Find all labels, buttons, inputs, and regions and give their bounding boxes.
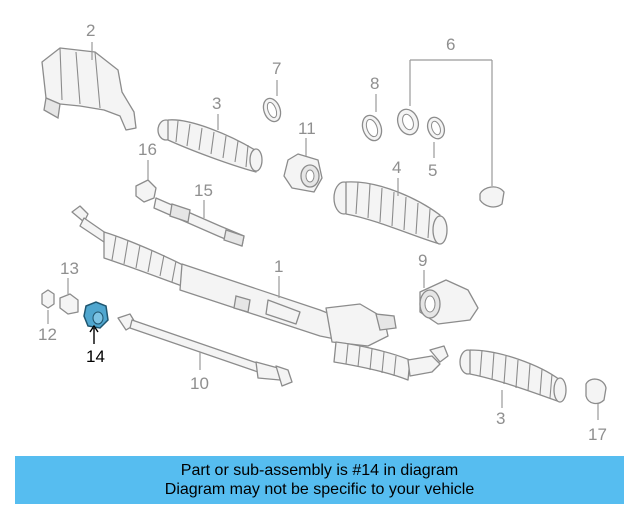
part-4-boot-large[interactable] [333,181,448,245]
part-17-clip[interactable] [585,378,607,405]
callout-13[interactable]: 13 [60,259,79,278]
part-11-bushing[interactable] [283,153,323,193]
callout-15[interactable]: 15 [194,181,213,200]
callout-3-lower[interactable]: 3 [496,409,505,428]
part-3-boot-lower[interactable] [459,349,567,403]
callout-16[interactable]: 16 [138,140,157,159]
callout-2[interactable]: 2 [86,21,95,40]
banner-line-disclaimer: Diagram may not be specific to your vehi… [164,481,475,498]
part-12-nut[interactable] [41,289,55,309]
callout-14[interactable]: 14 [86,347,105,366]
banner-line-part: Part or sub-assembly is #14 in diagram [180,462,459,479]
part-6-clamp-b[interactable] [479,186,505,208]
part-15-inner-tie-rod[interactable] [153,197,245,247]
callout-9[interactable]: 9 [418,251,427,270]
callout-17[interactable]: 17 [588,425,607,444]
part-10-tie-rod[interactable] [117,313,293,387]
part-14-highlighted[interactable] [83,301,109,329]
callout-6[interactable]: 6 [446,35,455,54]
callout-12[interactable]: 12 [38,325,57,344]
part-13-nut[interactable] [59,293,79,315]
leader-6 [409,59,493,186]
callout-5[interactable]: 5 [428,161,437,180]
callout-7[interactable]: 7 [272,59,281,78]
part-2-heat-shield[interactable] [41,47,137,131]
part-3-boot-upper[interactable] [157,119,263,173]
part-16-fitting[interactable] [135,179,157,203]
part-6-clamp-a[interactable] [394,106,422,137]
callout-3-upper[interactable]: 3 [212,94,221,113]
leader-14 [89,324,99,344]
callout-8[interactable]: 8 [370,74,379,93]
part-8-o-ring[interactable] [359,113,385,144]
part-5-o-ring[interactable] [425,115,448,141]
callout-4[interactable]: 4 [392,158,401,177]
part-1-steering-rack[interactable] [71,205,449,381]
part-7-o-ring[interactable] [260,96,283,124]
callout-10[interactable]: 10 [190,374,209,393]
part-9-cover[interactable] [419,279,479,325]
info-banner: Part or sub-assembly is #14 in diagram D… [15,456,624,504]
callout-11[interactable]: 11 [298,119,316,138]
callout-1[interactable]: 1 [274,257,283,276]
